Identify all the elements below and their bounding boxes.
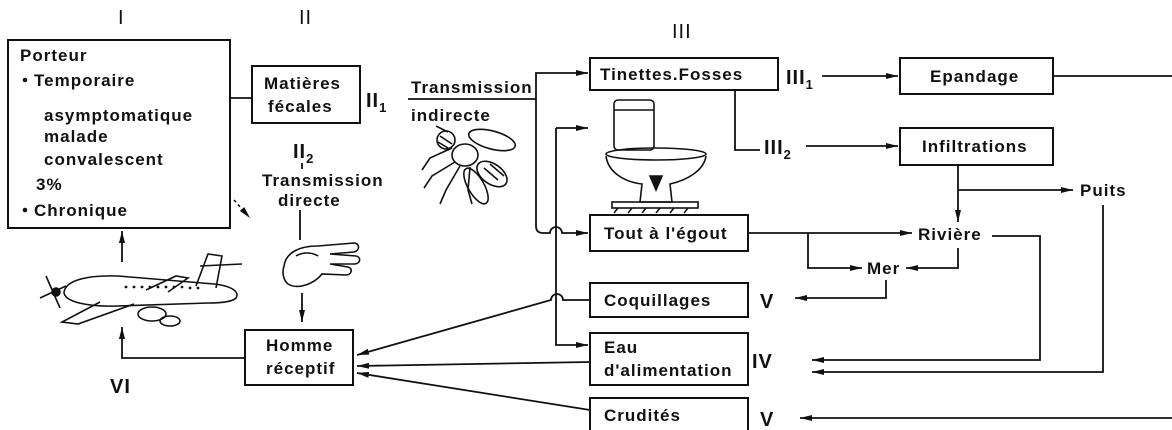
route-iii1-sub: 1 [806, 77, 814, 92]
porteur-title: Porteur [20, 46, 87, 65]
infiltrations-label: Infiltrations [922, 137, 1028, 156]
porteur-box [8, 40, 230, 228]
route-iii2-label: III2 [764, 137, 792, 162]
arrow-crudites-homme [357, 373, 590, 410]
route-v-coquillages: V [760, 291, 774, 313]
route-iii1-label: III1 [786, 67, 814, 92]
porteur-percent: 3% [36, 175, 63, 194]
bullet [23, 208, 28, 213]
route-iii2-main: III [764, 137, 784, 159]
bullet [23, 78, 28, 83]
route-ii2-main: II [293, 141, 306, 163]
arrow-to-tinettes [536, 73, 588, 99]
route-iii2-sub: 2 [784, 147, 792, 162]
matieres-line2: fécales [268, 97, 333, 116]
fly-icon [422, 125, 518, 207]
egout-label: Tout à l'égout [604, 224, 728, 243]
arrow-mer-coquillages [795, 280, 886, 298]
contact-arrow [234, 200, 250, 218]
tinettes-to-iii2 [735, 90, 760, 150]
tinettes-label: Tinettes.Fosses [600, 65, 743, 84]
column-label-ii: II [299, 7, 312, 29]
porteur-malade: malade [44, 127, 109, 146]
arrow-egout-mer [808, 233, 862, 268]
porteur-convalescent: convalescent [44, 150, 164, 169]
arrow-riviere-mer [906, 248, 958, 268]
mer-label: Mer [867, 259, 900, 278]
arrow-to-eau [556, 128, 588, 345]
eau-line1: Eau [604, 338, 638, 357]
arrow-to-egout [536, 99, 588, 233]
hand-icon [283, 243, 360, 286]
route-ii1-label: II1 [366, 90, 387, 115]
column-label-iii: III [672, 21, 692, 43]
coquillages-label: Coquillages [604, 291, 711, 310]
homme-line2: réceptif [266, 359, 335, 378]
route-iii1-main: III [786, 67, 806, 89]
epandage-label: Epandage [930, 67, 1019, 86]
column-label-i: I [118, 7, 125, 29]
porteur-temporaire: Temporaire [34, 71, 135, 90]
puits-label: Puits [1080, 181, 1127, 200]
matieres-line1: Matières [264, 74, 341, 93]
arrow-coquillages-homme [357, 294, 590, 355]
route-ii2-label: II2 [293, 141, 314, 166]
direct-line2: directe [278, 191, 341, 210]
homme-line1: Homme [266, 336, 333, 355]
direct-line1: Transmission [262, 171, 384, 190]
porteur-asymptomatique: asymptomatique [44, 106, 193, 125]
route-v-crudites: V [760, 409, 774, 430]
crudites-label: Crudités [604, 406, 681, 425]
eau-line2: d'alimentation [604, 361, 733, 380]
route-ii1-sub: 1 [379, 100, 387, 115]
route-ii2-sub: 2 [306, 151, 314, 166]
route-ii1-main: II [366, 90, 379, 112]
toilet-icon [606, 100, 706, 213]
indirect-line1: Transmission [411, 78, 533, 97]
arrow-homme-airplane [122, 327, 245, 358]
route-iv: IV [752, 351, 773, 373]
route-vi-label: VI [110, 376, 131, 398]
indirect-line2: indirecte [411, 106, 491, 125]
arrow-eau-homme [357, 362, 590, 366]
porteur-chronique: Chronique [34, 201, 128, 220]
airplane-icon [40, 254, 242, 326]
riviere-label: Rivière [918, 225, 982, 244]
